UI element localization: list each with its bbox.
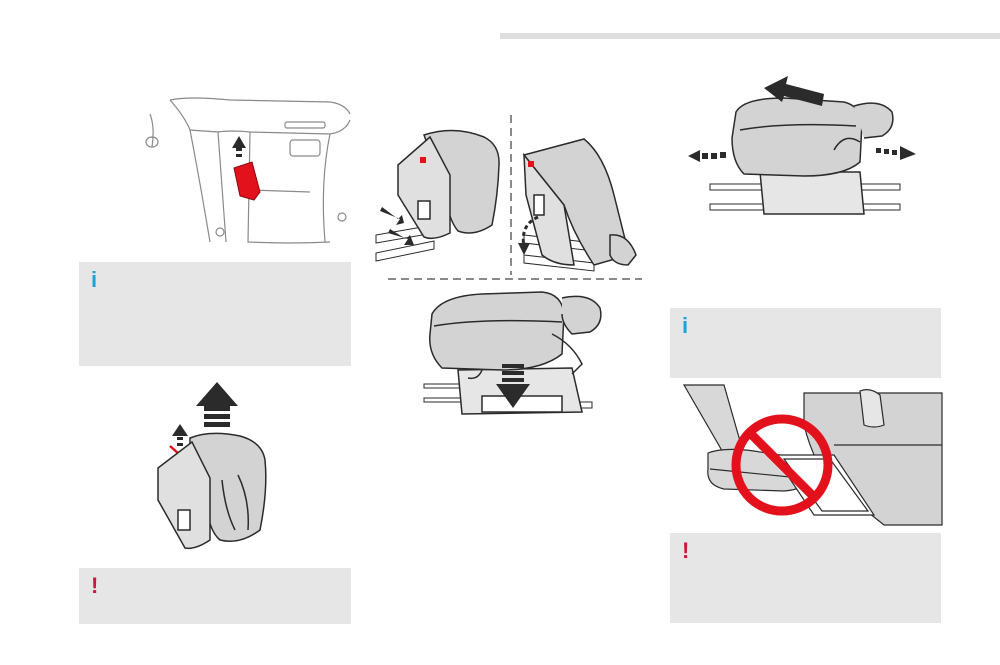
info-note-right: i (670, 308, 941, 378)
warning-note-bottom-left: ! (79, 568, 351, 624)
no-entry-icon (731, 414, 833, 516)
push-arrow-icon (380, 207, 414, 245)
warning-icon: ! (682, 538, 690, 563)
release-lever-illustration (145, 97, 351, 244)
seat-lift-illustration (157, 382, 267, 550)
info-icon: i (682, 313, 689, 338)
right-arrow-icon (876, 146, 916, 160)
push-arrow-icon (764, 76, 824, 106)
left-arrow-icon (688, 150, 726, 162)
curved-arrow-icon (518, 215, 539, 255)
up-arrow-icon (196, 382, 238, 427)
seat-lower-illustration (423, 291, 602, 415)
seat-slide-illustration (688, 76, 916, 215)
lever-icon (233, 161, 261, 201)
warning-note-bottom-right: ! (670, 533, 941, 623)
info-note-top-left: i (79, 262, 351, 366)
warning-icon: ! (91, 573, 99, 598)
seat-fold-sequence-illustration (375, 115, 642, 280)
header-rule (500, 33, 1000, 39)
no-foot-on-rails-illustration (682, 384, 943, 526)
up-arrow-icon (232, 136, 246, 157)
down-arrow-icon (496, 364, 530, 408)
info-icon: i (91, 267, 98, 292)
